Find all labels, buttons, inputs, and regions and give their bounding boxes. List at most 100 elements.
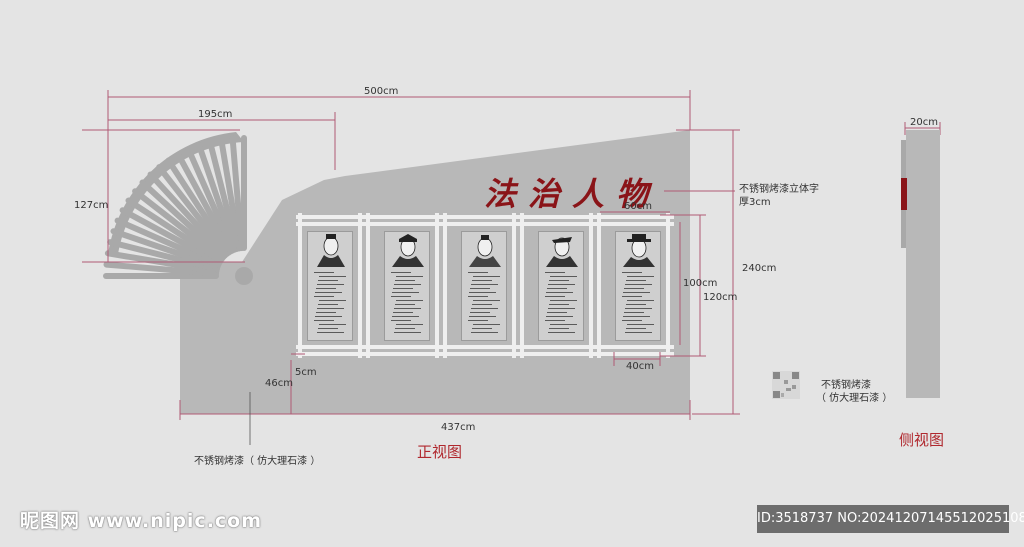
dim-base-width: 437cm bbox=[441, 422, 476, 433]
panel-text-line bbox=[393, 288, 413, 289]
frame-top-rail-inner bbox=[296, 222, 674, 226]
panel-text-line bbox=[472, 328, 492, 329]
panel-text-line bbox=[395, 304, 415, 305]
panel-text-line bbox=[472, 280, 492, 281]
panel-text-line bbox=[625, 284, 652, 285]
note-material-bottom: 不锈钢烤漆（ 仿大理石漆 ） bbox=[194, 456, 321, 467]
panel-text-line bbox=[318, 280, 338, 281]
panel-text-line bbox=[627, 276, 654, 277]
note-material-1: 不锈钢烤漆 bbox=[821, 380, 871, 391]
panel-text-line bbox=[545, 272, 565, 273]
fan-rib bbox=[218, 136, 243, 252]
side-view-label: 侧视图 bbox=[899, 431, 945, 449]
panel-text-line bbox=[314, 272, 334, 273]
fan-rib bbox=[125, 197, 224, 264]
panel-text-line bbox=[392, 316, 419, 317]
fan-rib bbox=[165, 157, 232, 256]
panel-text-line bbox=[469, 316, 496, 317]
fan-rib bbox=[103, 261, 220, 277]
panel-text-line bbox=[473, 324, 500, 325]
dim-panel-width: 40cm bbox=[626, 361, 654, 372]
title-text: 法治人物 bbox=[484, 175, 661, 213]
frame-post-3b bbox=[512, 213, 516, 358]
panel-1 bbox=[307, 231, 353, 341]
panel-text-line bbox=[624, 288, 644, 289]
side-view-body bbox=[906, 130, 940, 398]
panel-text-line bbox=[470, 288, 490, 289]
portrait-5 bbox=[623, 234, 655, 267]
panel-text-line bbox=[627, 324, 654, 325]
frame-post-2b bbox=[435, 213, 439, 358]
panel-text-line bbox=[622, 272, 642, 273]
dim-base-height: 46cm bbox=[265, 378, 293, 389]
panel-text-line bbox=[471, 332, 498, 333]
fan-rib bbox=[110, 228, 221, 270]
panel-text-line bbox=[319, 324, 346, 325]
panel-text-line bbox=[471, 308, 498, 309]
watermark-site: 昵图网 www.nipic.com bbox=[20, 510, 263, 532]
frame-post-1b bbox=[358, 213, 362, 358]
panel-frame bbox=[296, 213, 674, 358]
panel-text-line bbox=[468, 320, 488, 321]
panel-text-line bbox=[395, 280, 415, 281]
panel-text-line bbox=[317, 308, 344, 309]
fan-rib bbox=[107, 239, 220, 273]
frame-post-5b bbox=[666, 213, 670, 358]
panel-text-line bbox=[392, 292, 419, 293]
panel-text-line bbox=[316, 312, 336, 313]
frame-bottom-rail-inner bbox=[296, 352, 674, 356]
panel-text-line bbox=[547, 288, 567, 289]
panel-3 bbox=[461, 231, 507, 341]
panel-text-line bbox=[550, 276, 577, 277]
panel-text-line bbox=[622, 320, 642, 321]
panel-text-line bbox=[391, 296, 411, 297]
frame-bottom-rail-outer bbox=[296, 345, 674, 349]
panel-text-line bbox=[318, 328, 338, 329]
panel-text-line bbox=[550, 324, 577, 325]
portrait-3 bbox=[469, 235, 501, 267]
fan-hub bbox=[235, 267, 253, 285]
panel-text-line bbox=[623, 316, 650, 317]
panel-text-line bbox=[317, 332, 344, 333]
front-view-label: 正视图 bbox=[417, 443, 463, 461]
panel-text-line bbox=[319, 276, 346, 277]
panel-text-line bbox=[391, 272, 411, 273]
panel-text-line bbox=[468, 272, 488, 273]
fan-ornament bbox=[103, 132, 253, 285]
panel-text-line bbox=[394, 308, 421, 309]
dim-side-depth: 20cm bbox=[910, 117, 938, 128]
panel-text-line bbox=[471, 284, 498, 285]
frame-post-2 bbox=[366, 213, 370, 358]
panel-text-line bbox=[316, 288, 336, 289]
panel-text-line bbox=[395, 328, 415, 329]
panel-text-line bbox=[548, 284, 575, 285]
fan-rib bbox=[196, 142, 238, 253]
dim-frame-offset: 5cm bbox=[295, 367, 317, 378]
fan-rib bbox=[114, 217, 222, 268]
dimension-lines bbox=[82, 90, 941, 420]
panel-text-line bbox=[394, 284, 421, 285]
panel-text-line bbox=[473, 276, 500, 277]
fan-rib bbox=[175, 151, 234, 255]
panel-text-line bbox=[469, 292, 496, 293]
panel-text-line bbox=[546, 316, 573, 317]
panel-text-line bbox=[546, 292, 573, 293]
fan-rib bbox=[132, 188, 225, 262]
panel-text-line bbox=[548, 308, 575, 309]
frame-post-4 bbox=[520, 213, 524, 358]
panel-text-line bbox=[396, 276, 423, 277]
panel-text-line bbox=[624, 312, 644, 313]
panel-text-line bbox=[318, 304, 338, 305]
panel-text-line bbox=[626, 280, 646, 281]
panel-text-line bbox=[622, 296, 642, 297]
panel-text-line bbox=[626, 304, 646, 305]
panel-text-line bbox=[470, 312, 490, 313]
panel-text-line bbox=[396, 300, 423, 301]
note-material-2: （ 仿大理石漆 ） bbox=[816, 393, 893, 404]
portrait-4 bbox=[546, 237, 578, 267]
qr-code-swatch bbox=[772, 371, 800, 399]
frame-post-1 bbox=[298, 213, 302, 358]
panel-text-line bbox=[396, 324, 423, 325]
side-view-letters bbox=[901, 178, 907, 210]
